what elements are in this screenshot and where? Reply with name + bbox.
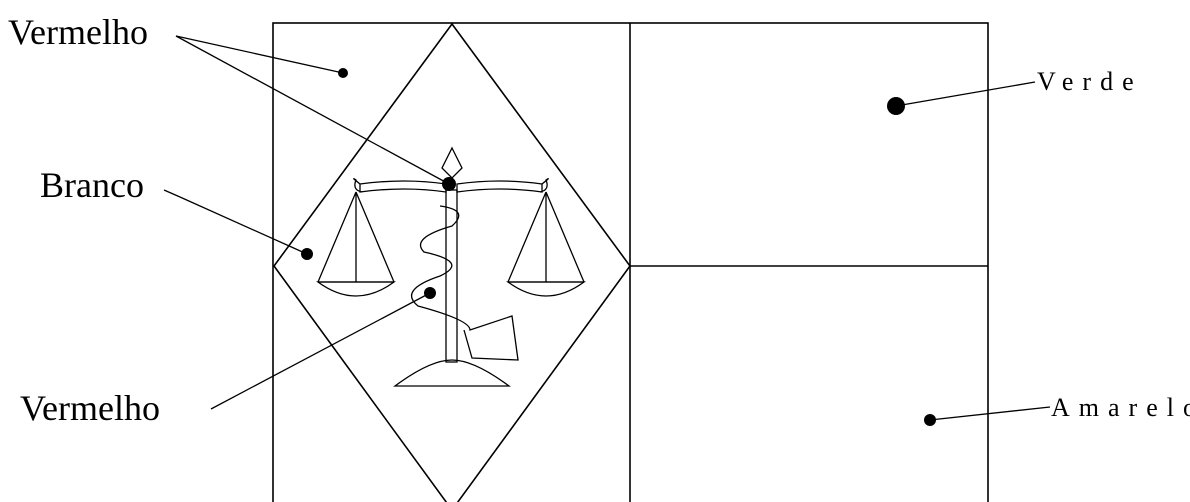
dot-bottom-right [924, 414, 936, 426]
flag-outline [273, 23, 988, 502]
dot-top-right [887, 97, 905, 115]
leader-mid-left-b [180, 197, 307, 254]
dot-bottom-left [424, 287, 436, 299]
leader-top-left-a [176, 36, 343, 73]
label-top-left: Vermelho [8, 12, 148, 52]
dot-mid-left [301, 248, 313, 260]
label-bottom-right: Amarelo [1051, 393, 1190, 422]
label-top-right: Verde [1037, 67, 1143, 96]
leader-lines [164, 36, 1050, 420]
leader-top-right [896, 82, 1035, 106]
leader-top-left-b [176, 36, 449, 184]
label-mid-left: Branco [40, 165, 144, 205]
dot-top-left [338, 68, 348, 78]
label-bottom-left: Vermelho [20, 388, 160, 428]
marker-dots [301, 68, 936, 426]
leader-mid-left-a [164, 190, 180, 197]
leader-bottom-right [930, 407, 1050, 420]
dot-center-top [442, 177, 456, 191]
leader-bottom-left [211, 293, 430, 409]
